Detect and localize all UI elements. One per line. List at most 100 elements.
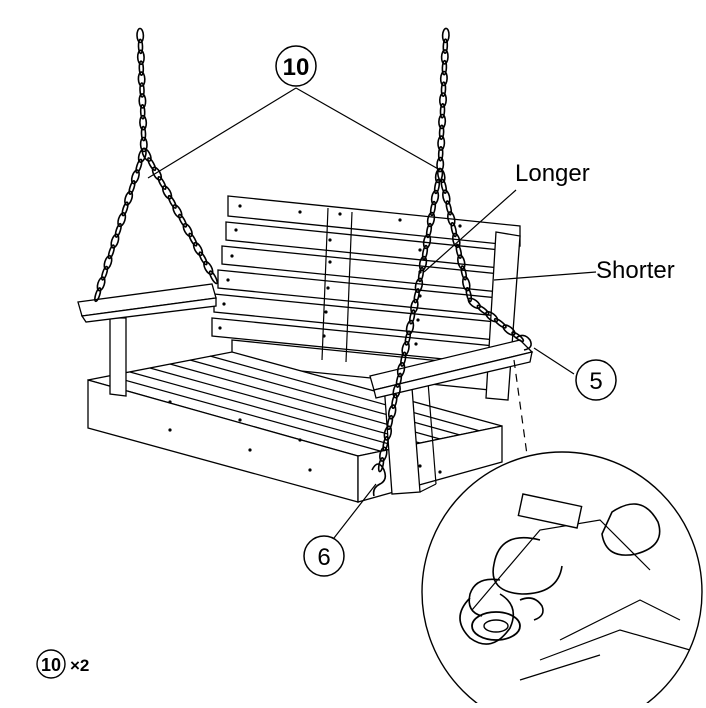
chain-link <box>130 169 140 185</box>
chain-link <box>138 93 147 109</box>
chain-link <box>413 288 420 304</box>
chain-link <box>421 244 429 261</box>
screw-dot <box>324 310 328 314</box>
screw-dot <box>168 428 172 432</box>
chain-link <box>188 232 198 247</box>
chain-link <box>140 125 147 142</box>
chain-link <box>447 211 456 227</box>
chain-link <box>437 167 446 184</box>
chain-link <box>442 38 449 54</box>
callout-6: 6 <box>303 535 345 577</box>
chain-link <box>450 221 458 238</box>
chain-link <box>438 113 447 130</box>
screw-dot <box>322 334 326 338</box>
chain-link <box>139 82 145 98</box>
screw-dot <box>218 326 222 330</box>
chain-link <box>437 135 446 151</box>
callout-5: 5 <box>575 359 617 401</box>
chain-link <box>117 212 127 228</box>
chain-link <box>441 27 450 44</box>
chain-link <box>441 59 448 76</box>
chain-link <box>136 27 145 44</box>
chain-link <box>100 265 109 281</box>
callout-5-text: 5 <box>589 368 602 395</box>
chain-link <box>203 260 214 276</box>
chain-link <box>137 38 144 55</box>
screw-dot <box>326 286 330 290</box>
bottom-hook <box>371 334 532 497</box>
chain-link <box>139 136 148 153</box>
chain-link <box>198 251 208 266</box>
chain-link <box>172 204 183 219</box>
chain-link <box>408 309 416 325</box>
chain-link <box>124 190 134 206</box>
screw-dot <box>248 448 252 452</box>
label-longer: Longer <box>515 160 590 187</box>
chain-link <box>476 304 490 316</box>
screw-dot <box>222 302 226 306</box>
chain-link <box>502 324 516 336</box>
chain-link <box>467 297 481 310</box>
legend-part-number: 10 <box>41 655 61 675</box>
screw-dot <box>416 318 420 322</box>
screw-dot <box>328 260 332 264</box>
chain-link <box>414 277 424 293</box>
chain-link <box>455 243 463 259</box>
chain-link <box>439 103 446 119</box>
chain-link <box>391 393 398 410</box>
screw-dot <box>398 218 402 222</box>
chain-link <box>387 404 397 420</box>
chain-link <box>401 340 410 357</box>
chain-link <box>485 310 499 323</box>
screw-dot <box>298 438 302 442</box>
callout-10: 10 <box>275 45 317 87</box>
chain-link <box>182 222 193 238</box>
chain-link <box>426 211 436 228</box>
chain-link <box>141 147 152 162</box>
chain-link <box>135 158 143 174</box>
chain-link <box>438 92 448 108</box>
screw-dot <box>226 278 230 282</box>
screw-dot <box>168 400 172 404</box>
chain-link <box>138 60 145 76</box>
chain-link <box>379 446 388 462</box>
chain-link <box>94 287 102 303</box>
chain-link <box>405 319 415 336</box>
label-shorter: Shorter <box>596 257 675 284</box>
chain-link <box>147 157 157 172</box>
chain-link <box>440 81 447 97</box>
callout-10-text: 10 <box>283 54 310 81</box>
chain-link <box>462 276 471 292</box>
parts-legend: 10 ×2 <box>36 649 89 679</box>
chain-link <box>136 49 145 66</box>
screw-holes <box>168 204 462 474</box>
chain-link <box>395 372 403 388</box>
chain-link <box>418 255 428 272</box>
chain-link <box>440 49 449 65</box>
chains <box>94 27 525 473</box>
chain-link <box>460 265 468 281</box>
chain-link <box>400 351 407 367</box>
chain-link <box>439 70 448 87</box>
chain-link <box>404 330 412 346</box>
screw-dot <box>238 418 242 422</box>
chain-link <box>430 189 440 206</box>
screw-dot <box>438 470 442 474</box>
chain-link <box>114 222 122 238</box>
chain-link <box>425 222 433 239</box>
chain-link <box>436 156 445 173</box>
chain-link <box>128 180 136 195</box>
chain-link <box>137 71 146 87</box>
leader-lines <box>147 87 597 539</box>
screw-dot <box>338 212 342 216</box>
chain-link <box>96 276 106 292</box>
chain-link <box>178 213 188 228</box>
screw-dot <box>328 238 332 242</box>
chain-link <box>465 286 473 303</box>
screw-dot <box>308 468 312 472</box>
swing-seat <box>87 317 503 503</box>
chain-link <box>445 200 453 216</box>
swing-armrests <box>77 283 534 399</box>
